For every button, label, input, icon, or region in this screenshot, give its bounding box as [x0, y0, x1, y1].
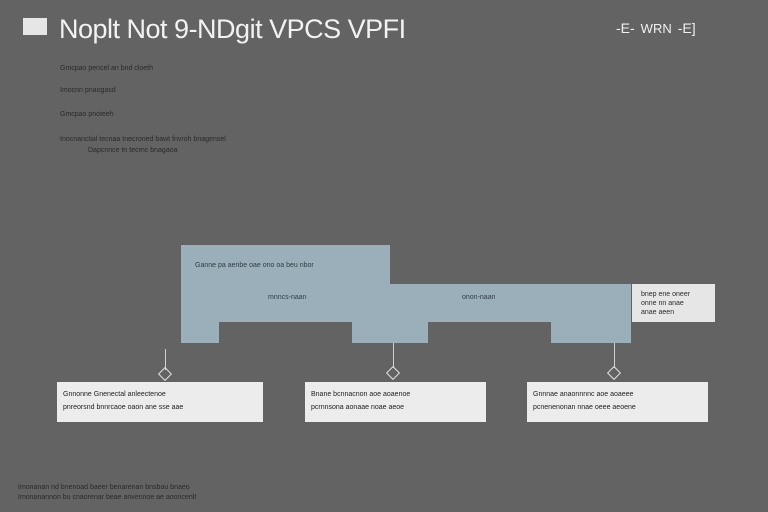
- card-line: pcnenenonan nnae oeee aeoene: [533, 404, 636, 411]
- diagram-band-top: [181, 245, 390, 284]
- page-title: Noplt Not 9-NDgit VPCS VPFI: [59, 14, 406, 44]
- note-line: Gmcpao pnoteeh: [60, 111, 114, 118]
- note-line: Gmcpao pencel an bnd cloeth: [60, 65, 154, 72]
- note-line: Dapcnnce tn tecrnc bnagaoa: [88, 147, 178, 154]
- band-label: Ganne pa aenbe oae ono oa beu nbor: [195, 262, 314, 269]
- diagram-card: Gnnonne Gnenectal anleectenoe pnreorsnd …: [57, 382, 263, 422]
- diagram-band-mid: [181, 284, 631, 322]
- card-line: Bnane bcnnacnon aoe aoaenoe: [311, 391, 411, 398]
- diagram-card: Gnnnae anaonnnnc aoe aoaeee pcnenenonan …: [527, 382, 708, 422]
- connector-line: [393, 343, 394, 368]
- diagram-tab-mid: [352, 322, 428, 343]
- card-line: Gnnnae anaonnnnc aoe aoaeee: [533, 391, 634, 398]
- header-mark-icon[interactable]: -E-: [616, 20, 635, 36]
- side-note-line: anae aeen: [641, 309, 675, 316]
- diagram-card: Bnane bcnnacnon aoe aoaenoe pcrnnsona ao…: [305, 382, 486, 422]
- logo-box: [23, 18, 47, 35]
- card-line: pnreorsnd bnnrcaoe oaon ane sse aae: [63, 404, 184, 411]
- footer-line: Imonanan nd bnenoad baeer benarenan bnsb…: [18, 484, 190, 491]
- side-note-line: onne nn anae: [641, 300, 684, 307]
- connector-line: [165, 349, 166, 370]
- footer-line: Imonanannon bu cnaorenar beae anvennoe a…: [18, 494, 197, 501]
- header-label[interactable]: WRN: [640, 20, 672, 36]
- card-line: pcrnnsona aonaae noae aeoe: [311, 404, 405, 411]
- mid-label: onon-naan: [462, 294, 496, 301]
- diamond-icon: [385, 365, 401, 381]
- note-line: Imocnn pnaogasd: [60, 87, 116, 94]
- side-note-line: bnep ene oneer: [641, 291, 691, 298]
- diagram-tab-left: [181, 322, 219, 343]
- diamond-icon: [606, 365, 622, 381]
- side-note: bnep ene oneer onne nn anae anae aeen: [632, 284, 715, 322]
- header-bracket-icon[interactable]: -E]: [677, 20, 696, 36]
- diamond-icon: [157, 366, 173, 382]
- connector-line: [614, 343, 615, 368]
- diagram-tab-right: [551, 322, 631, 343]
- mid-label: mnncs-naan: [268, 294, 307, 301]
- card-line: Gnnonne Gnenectal anleectenoe: [63, 391, 166, 398]
- note-line: Inocnanctial tecnaa tnecroned bawt fnvro…: [60, 136, 226, 143]
- header-right: -E- WRN -E]: [616, 20, 696, 36]
